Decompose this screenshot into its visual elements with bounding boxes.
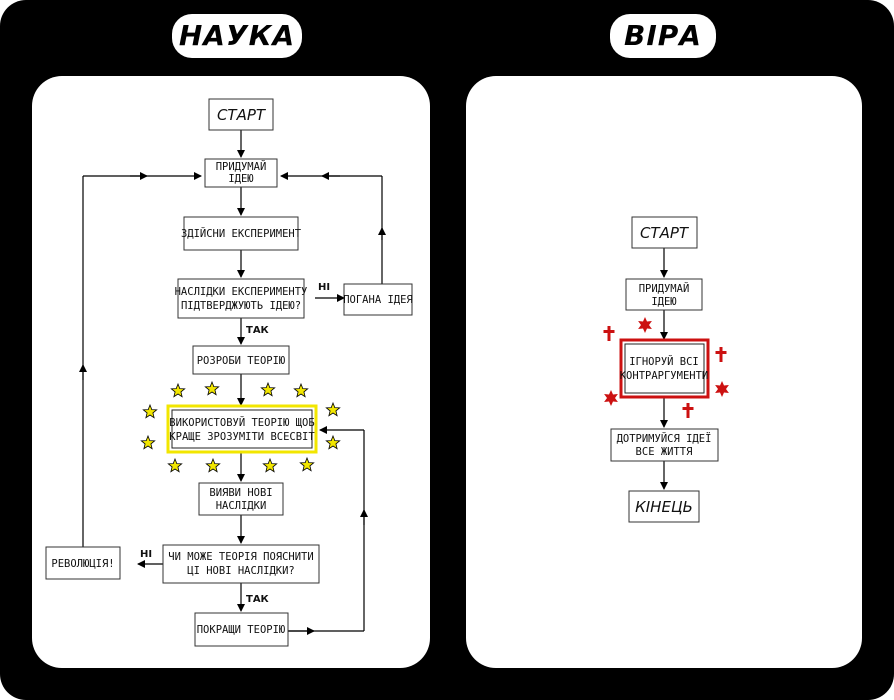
yellow-star-icon [262,457,278,473]
science-box-idea: ПРИДУМАЙ ІДЕЮ [204,158,278,188]
science-flow [79,130,386,635]
svg-text:ІДЕЮ: ІДЕЮ [651,296,677,308]
faith-box-end: КІНЕЦЬ [628,490,700,523]
science-box-question2: ЧИ МОЖЕ ТЕОРІЯ ПОЯСНИТИ ЦІ НОВІ НАСЛІДКИ… [162,544,320,584]
svg-text:СТАРТ: СТАРТ [640,224,690,242]
science-box-use-theory: ВИКОРИСТОВУЙ ТЕОРІЮ ЩОБ КРАЩЕ ЗРОЗУМІТИ … [166,404,318,454]
svg-text:НАСЛІДКИ ЕКСПЕРИМЕНТУ: НАСЛІДКИ ЕКСПЕРИМЕНТУ [175,286,308,298]
cross-icon [715,347,727,362]
religious-symbols-decoration [597,317,729,418]
svg-text:КРАЩЕ ЗРОЗУМІТИ ВСЕСВІТ: КРАЩЕ ЗРОЗУМІТИ ВСЕСВІТ [169,431,315,443]
svg-text:РЕВОЛЮЦІЯ!: РЕВОЛЮЦІЯ! [51,558,114,570]
svg-text:СТАРТ: СТАРТ [217,106,267,124]
svg-text:ДОТРИМУЙСЯ ІДЕЇ: ДОТРИМУЙСЯ ІДЕЇ [617,432,712,445]
svg-text:ЧИ МОЖЕ ТЕОРІЯ ПОЯСНИТИ: ЧИ МОЖЕ ТЕОРІЯ ПОЯСНИТИ [168,551,313,563]
yellow-star-icon [140,434,156,450]
svg-text:ІДЕЮ: ІДЕЮ [228,173,254,185]
cross-icon [603,326,615,341]
svg-text:ПОКРАЩИ ТЕОРІЮ: ПОКРАЩИ ТЕОРІЮ [197,624,286,636]
svg-text:ЦІ НОВІ НАСЛІДКИ?: ЦІ НОВІ НАСЛІДКИ? [187,565,294,577]
crescent-icon [597,356,605,372]
yellow-star-icon [325,401,341,417]
science-box-start: СТАРТ [208,98,274,131]
yellow-star-icon [260,381,276,397]
yellow-stars-decoration [140,380,341,473]
faith-title: ВІРА [610,14,716,58]
yellow-star-icon [325,434,341,450]
faith-box-ignore: ІГНОРУЙ ВСІ КОНТРАРГУМЕНТИ [619,338,710,399]
science-box-revolution: РЕВОЛЮЦІЯ! [45,546,121,580]
science-title: НАУКА [172,14,302,58]
star-of-david-icon [638,317,652,333]
star-of-david-icon [715,381,729,397]
svg-text:КІНЕЦЬ: КІНЕЦЬ [635,498,693,516]
yellow-star-icon [293,382,309,398]
label-no1: НІ [318,282,330,293]
yellow-star-icon [167,457,183,473]
science-box-theory: РОЗРОБИ ТЕОРІЮ [192,345,290,375]
svg-text:ВИКОРИСТОВУЙ ТЕОРІЮ ЩОБ: ВИКОРИСТОВУЙ ТЕОРІЮ ЩОБ [169,416,314,429]
yellow-star-icon [205,457,221,473]
svg-text:КОНТРАРГУМЕНТИ: КОНТРАРГУМЕНТИ [620,370,709,382]
science-box-new-consequences: ВИЯВИ НОВІ НАСЛІДКИ [198,482,284,516]
science-box-bad-idea: ПОГАНА ІДЕЯ [343,283,413,316]
yellow-star-icon [170,382,186,398]
svg-text:ВСЕ ЖИТТЯ: ВСЕ ЖИТТЯ [636,446,693,458]
svg-text:ІГНОРУЙ ВСІ: ІГНОРУЙ ВСІ [629,355,699,368]
crescent-icon [685,318,693,334]
label-yes2: ТАК [246,594,270,605]
science-box-experiment: ЗДІЙСНИ ЕКСПЕРИМЕНТ [181,216,302,251]
faith-box-stick: ДОТРИМУЙСЯ ІДЕЇ ВСЕ ЖИТТЯ [610,428,719,462]
science-box-improve: ПОКРАЩИ ТЕОРІЮ [194,612,289,647]
crescent-icon [641,402,649,418]
svg-text:НАСЛІДКИ: НАСЛІДКИ [216,500,267,512]
svg-text:РОЗРОБИ ТЕОРІЮ: РОЗРОБИ ТЕОРІЮ [197,355,286,367]
svg-text:ЗДІЙСНИ ЕКСПЕРИМЕНТ: ЗДІЙСНИ ЕКСПЕРИМЕНТ [181,227,302,240]
faith-box-start: СТАРТ [631,216,698,249]
cross-icon [682,403,694,418]
science-box-question1: НАСЛІДКИ ЕКСПЕРИМЕНТУ ПІДТВЕРДЖУЮТЬ ІДЕЮ… [175,278,308,319]
label-no2: НІ [140,549,152,560]
faith-box-idea: ПРИДУМАЙ ІДЕЮ [625,278,703,311]
svg-text:ПРИДУМАЙ: ПРИДУМАЙ [639,282,690,295]
label-yes1: ТАК [246,325,270,336]
svg-text:ПРИДУМАЙ: ПРИДУМАЙ [216,160,267,173]
yellow-star-icon [142,403,158,419]
yellow-star-icon [299,456,315,472]
svg-text:ПІДТВЕРДЖУЮТЬ ІДЕЮ?: ПІДТВЕРДЖУЮТЬ ІДЕЮ? [181,300,301,312]
svg-text:ВИЯВИ НОВІ: ВИЯВИ НОВІ [209,487,272,499]
yellow-star-icon [204,380,220,396]
svg-text:ПОГАНА ІДЕЯ: ПОГАНА ІДЕЯ [343,294,413,306]
star-of-david-icon [604,390,618,406]
